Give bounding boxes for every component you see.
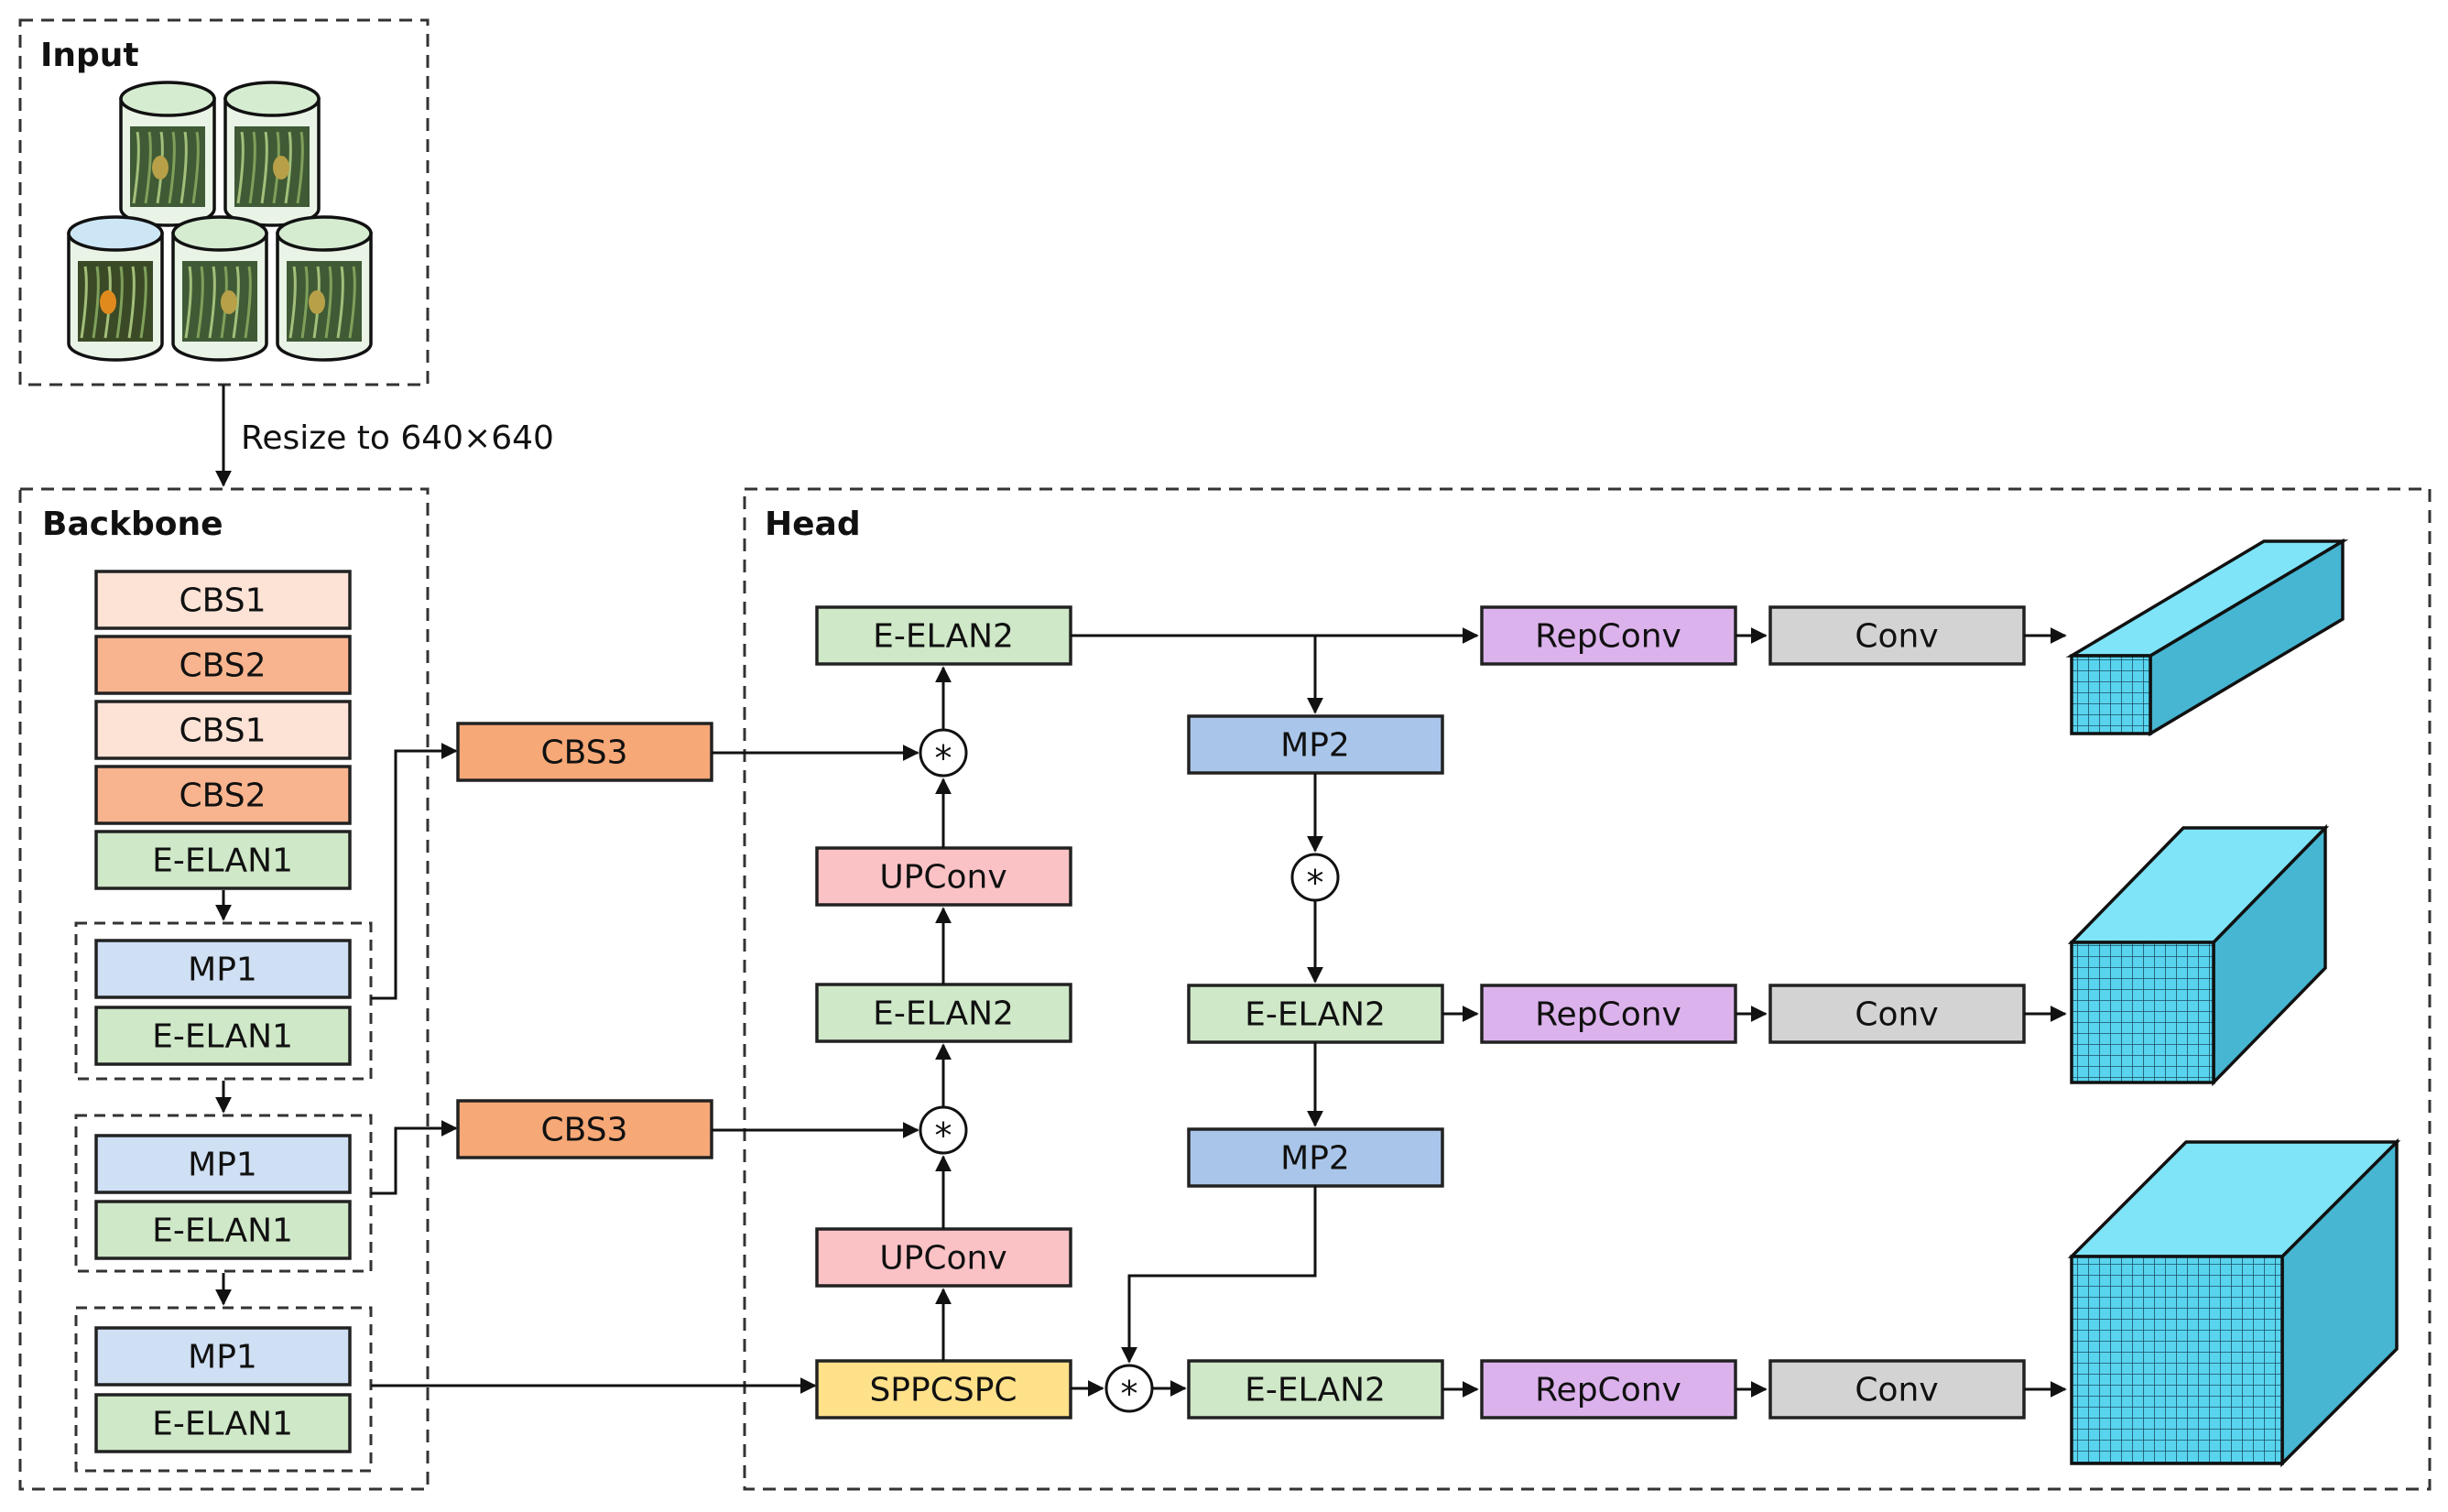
head-repconv-block-1: RepConv	[1480, 605, 1737, 666]
operator-symbol: *	[935, 1115, 952, 1156]
cube-front-face	[2070, 941, 2215, 1084]
image-cylinder	[276, 215, 373, 362]
head-conv-block-1: Conv	[1768, 605, 2026, 666]
head-sppcspc-block: SPPCSPC	[815, 1359, 1072, 1420]
image-cylinder	[67, 215, 164, 362]
connector-group1-to-cbs3	[371, 743, 458, 1000]
head-section-title: Head	[765, 506, 861, 543]
block-label: E-ELAN1	[152, 1213, 293, 1250]
concat-operator-4: *	[1104, 1364, 1154, 1414]
block-label: E-ELAN1	[152, 1406, 293, 1443]
connector-group2-to-cbs3	[371, 1120, 458, 1195]
operator-symbol: *	[1121, 1374, 1138, 1414]
block-label: SPPCSPC	[869, 1372, 1017, 1409]
head-repconv-block-3: RepConv	[1480, 1359, 1737, 1420]
head-conv-block-3: Conv	[1768, 1359, 2026, 1420]
backbone-eelan1-block-2: E-ELAN1	[94, 1006, 352, 1066]
input-section-title: Input	[40, 37, 139, 74]
concat-operator-3: *	[1290, 853, 1340, 903]
operator-symbol: *	[1307, 863, 1324, 903]
backbone-cbs1-block-2: CBS1	[94, 700, 352, 760]
block-label: E-ELAN2	[873, 618, 1014, 656]
cube-front-face	[2070, 654, 2152, 735]
block-label: CBS3	[541, 734, 628, 772]
output-feature-map-small	[2065, 538, 2349, 737]
backbone-cbs1-block-1: CBS1	[94, 570, 352, 630]
image-cylinder	[171, 215, 268, 362]
head-cbs3-block-mid: CBS3	[456, 1099, 713, 1159]
block-label: E-ELAN2	[1245, 996, 1386, 1034]
block-label: Conv	[1855, 996, 1938, 1034]
block-label: E-ELAN1	[152, 1018, 293, 1056]
head-repconv-block-2: RepConv	[1480, 984, 1737, 1044]
backbone-mp1-block-2: MP1	[94, 1134, 352, 1194]
operator-symbol: *	[935, 738, 952, 778]
backbone-mp1-block-3: MP1	[94, 1326, 352, 1387]
connector-mp2-to-concat4	[1121, 1186, 1317, 1364]
head-upconv-block-bottom: UPConv	[815, 1227, 1072, 1288]
head-eelan2-block-right-mid: E-ELAN2	[1187, 984, 1444, 1044]
output-feature-map-medium	[2067, 823, 2330, 1087]
block-label: UPConv	[879, 1240, 1006, 1278]
block-label: E-ELAN1	[152, 843, 293, 880]
block-label: E-ELAN2	[873, 995, 1014, 1033]
head-eelan2-block-right-bottom: E-ELAN2	[1187, 1359, 1444, 1420]
cube-front-face	[2070, 1255, 2284, 1465]
head-eelan2-block-top: E-ELAN2	[815, 605, 1072, 666]
head-conv-block-2: Conv	[1768, 984, 2026, 1044]
concat-operator-2: *	[919, 1105, 968, 1156]
image-cylinder	[223, 81, 321, 227]
block-label: E-ELAN2	[1245, 1372, 1386, 1409]
backbone-eelan1-block-1: E-ELAN1	[94, 830, 352, 890]
concat-operator-1: *	[919, 728, 968, 778]
block-label: MP1	[188, 1339, 257, 1376]
block-label: CBS1	[180, 712, 267, 750]
block-label: Conv	[1855, 1372, 1938, 1409]
head-section	[743, 487, 2432, 1491]
backbone-section-title: Backbone	[42, 506, 223, 543]
head-cbs3-block-top: CBS3	[456, 722, 713, 782]
head-eelan2-block-mid: E-ELAN2	[815, 983, 1072, 1043]
block-label: CBS2	[180, 778, 267, 815]
block-label: MP2	[1280, 727, 1350, 765]
block-label: RepConv	[1535, 1372, 1681, 1409]
block-label: UPConv	[879, 859, 1006, 897]
block-label: MP1	[188, 1147, 257, 1184]
backbone-cbs2-block-2: CBS2	[94, 765, 352, 825]
block-label: CBS2	[180, 647, 267, 685]
backbone-section	[18, 487, 430, 1491]
backbone-mp1-block-1: MP1	[94, 939, 352, 999]
backbone-eelan1-block-4: E-ELAN1	[94, 1393, 352, 1453]
head-upconv-block-top: UPConv	[815, 846, 1072, 907]
block-label: CBS1	[180, 582, 267, 620]
block-label: MP2	[1280, 1140, 1350, 1178]
head-mp2-block-bottom: MP2	[1187, 1127, 1444, 1188]
block-label: Conv	[1855, 618, 1938, 656]
block-label: RepConv	[1535, 618, 1681, 656]
input-image-cylinders	[67, 81, 373, 362]
output-feature-map-large	[2067, 1137, 2401, 1468]
block-label: CBS3	[541, 1112, 628, 1149]
resize-annotation: Resize to 640×640	[241, 419, 554, 457]
backbone-group-3	[74, 1306, 373, 1473]
backbone-eelan1-block-3: E-ELAN1	[94, 1200, 352, 1260]
block-label: RepConv	[1535, 996, 1681, 1034]
head-mp2-block-top: MP2	[1187, 714, 1444, 775]
block-label: MP1	[188, 952, 257, 989]
image-cylinder	[119, 81, 216, 227]
backbone-group-1	[74, 921, 373, 1081]
backbone-cbs2-block-1: CBS2	[94, 635, 352, 695]
